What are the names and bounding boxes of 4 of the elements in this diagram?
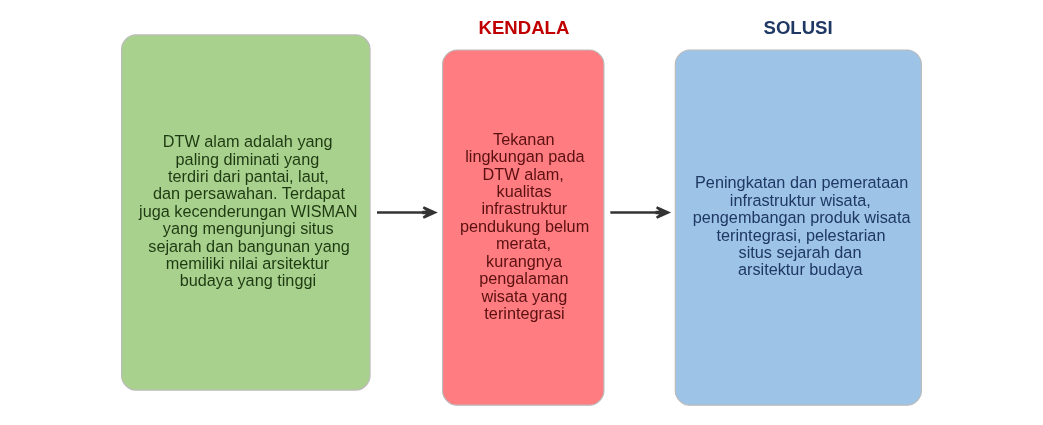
node-label: KENDALA bbox=[478, 16, 570, 38]
node-label: SOLUSI bbox=[763, 16, 833, 38]
arrow bbox=[610, 206, 670, 219]
arrow bbox=[377, 206, 437, 219]
